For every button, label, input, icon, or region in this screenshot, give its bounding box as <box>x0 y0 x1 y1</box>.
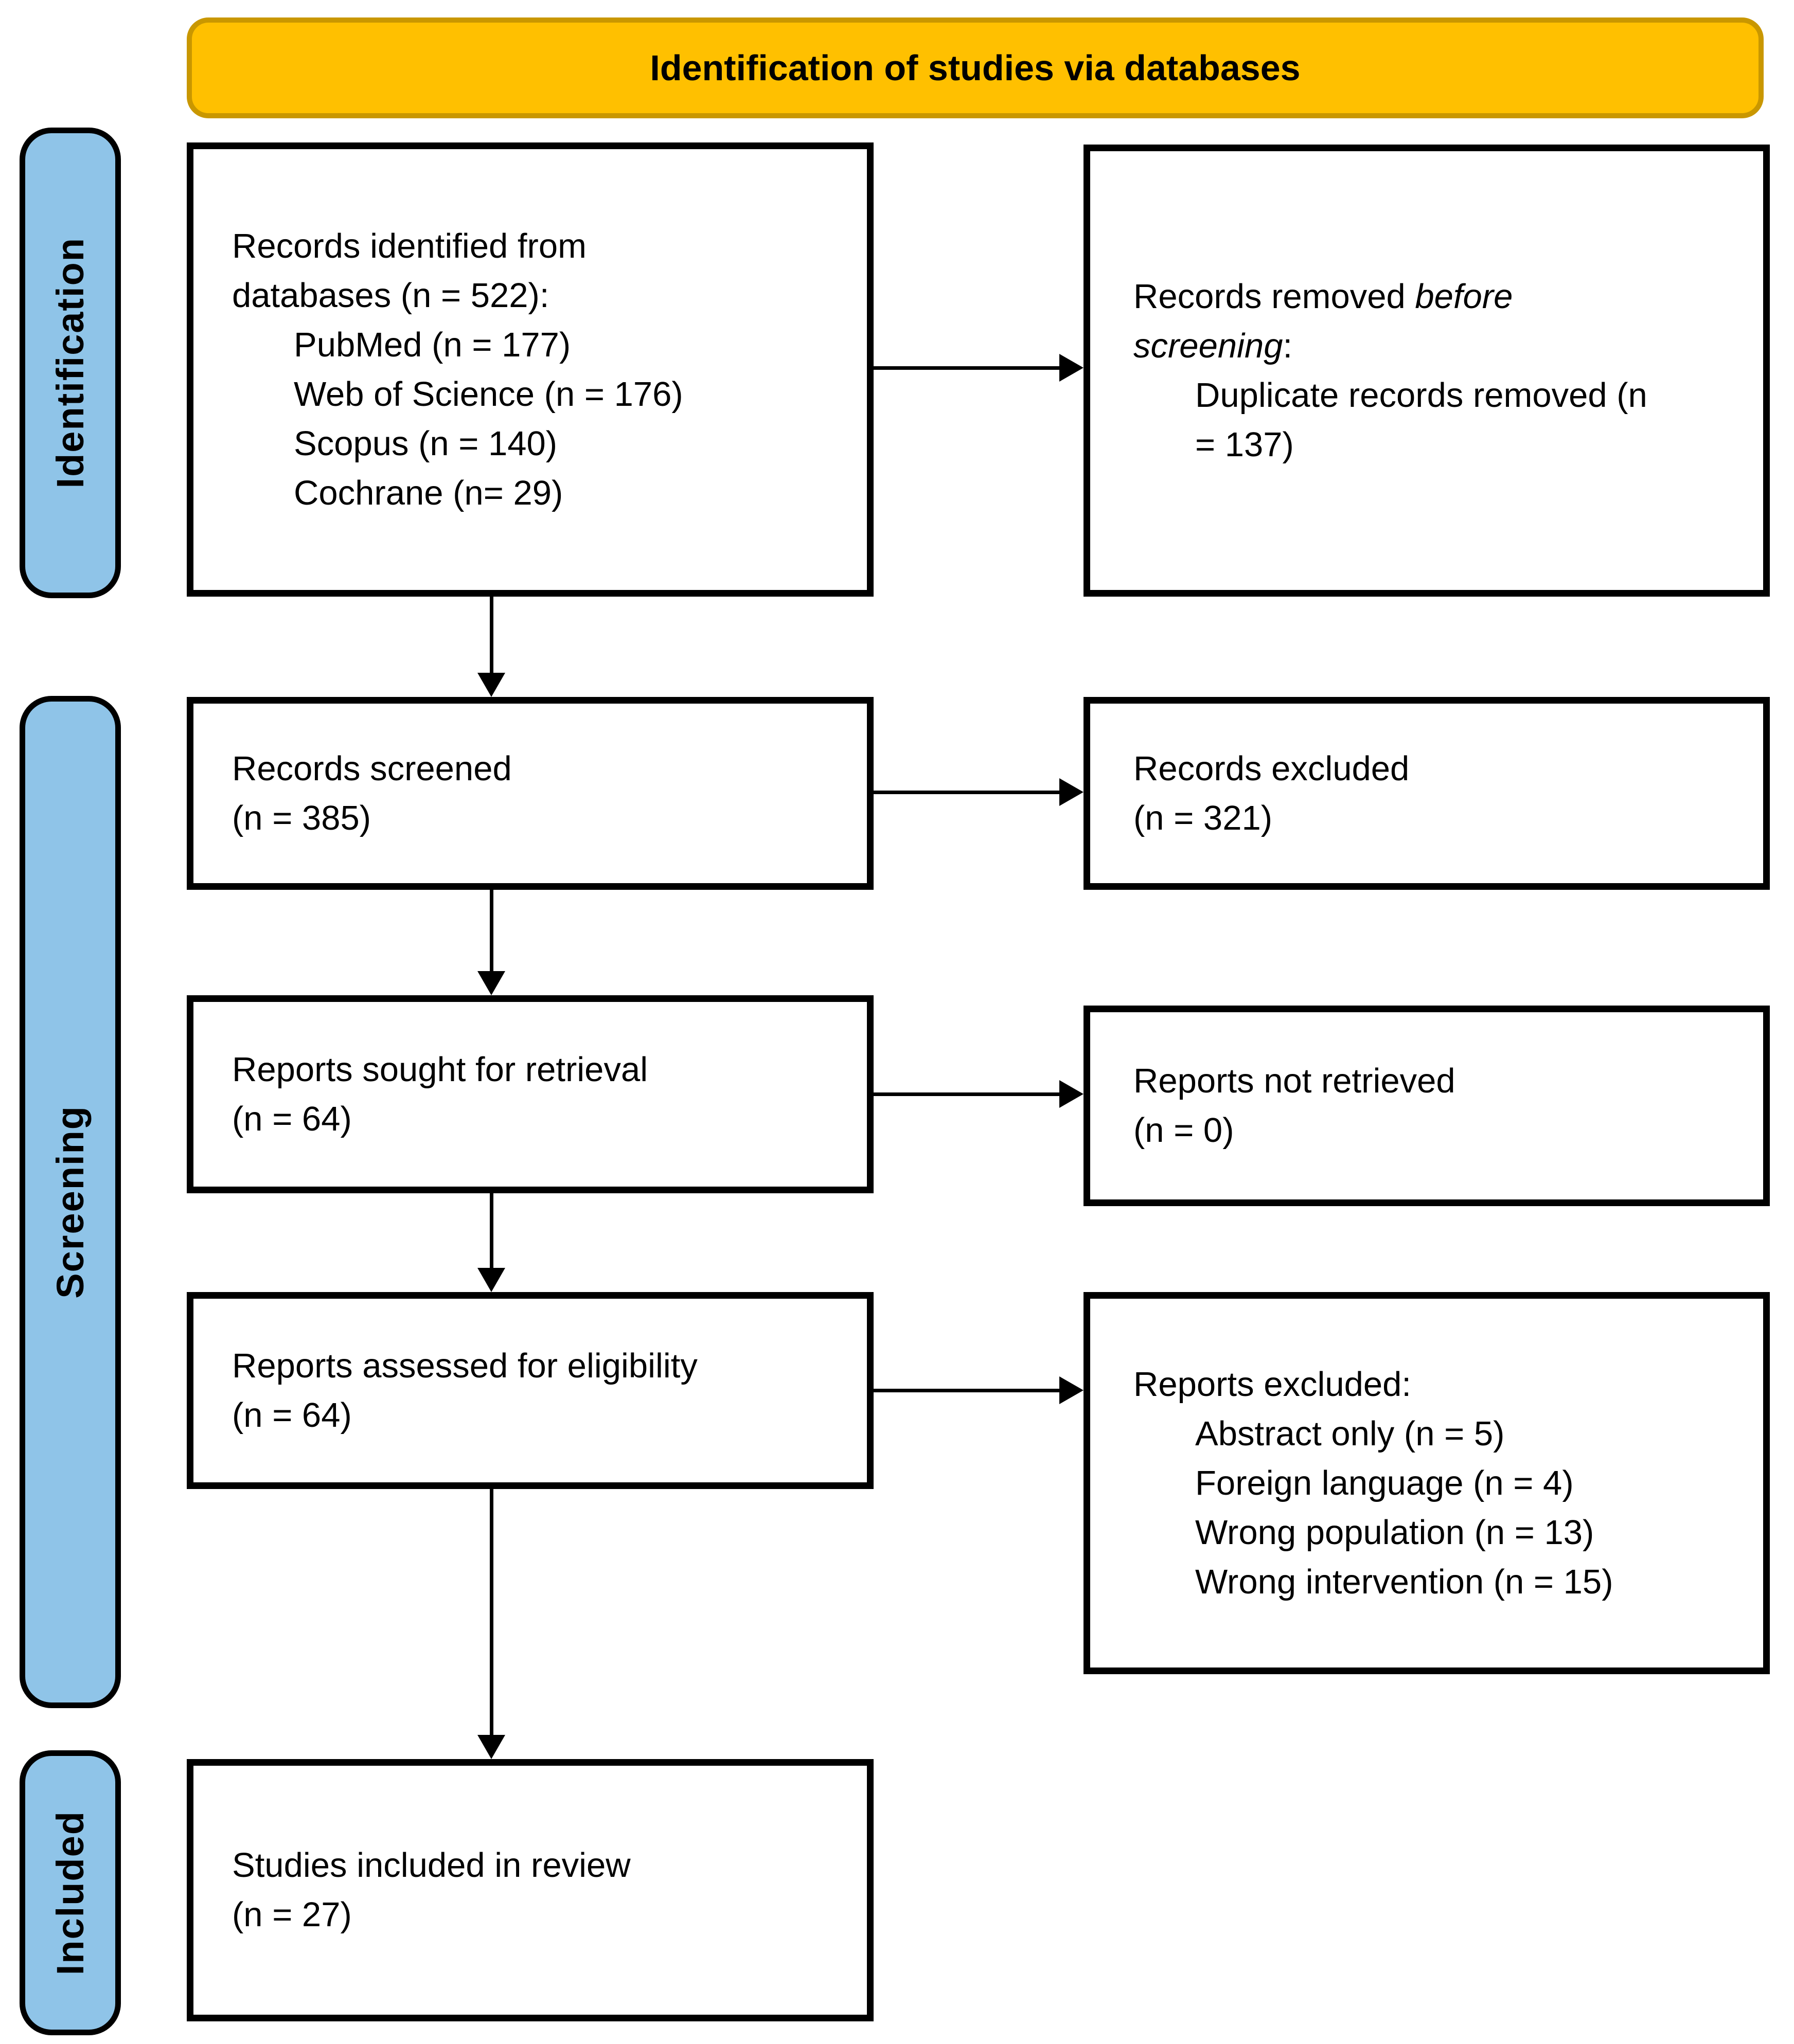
box-reports-excluded: Reports excluded: Abstract only (n = 5) … <box>1083 1292 1770 1674</box>
box-records-screened-text: Records screened (n = 385) <box>193 744 867 843</box>
reports-assessed-line1: Reports assessed for eligibility <box>232 1346 698 1385</box>
records-identified-item-wos: Web of Science (n = 176) <box>294 374 683 414</box>
box-reports-sought: Reports sought for retrieval (n = 64) <box>187 995 874 1193</box>
arrow-right-icon <box>1059 778 1083 806</box>
box-records-identified: Records identified from databases (n = 5… <box>187 142 874 597</box>
box-records-screened: Records screened (n = 385) <box>187 697 874 890</box>
reports-excluded-item-intervention: Wrong intervention (n = 15) <box>1195 1562 1613 1601</box>
arrow-line-identified-to-removed <box>874 366 1060 370</box>
arrow-right-icon <box>1059 1376 1083 1404</box>
studies-included-line2: (n = 27) <box>232 1895 352 1934</box>
reports-assessed-line2: (n = 64) <box>232 1395 352 1435</box>
box-records-excluded-text: Records excluded (n = 321) <box>1090 744 1763 843</box>
records-identified-item-scopus: Scopus (n = 140) <box>294 424 558 463</box>
box-studies-included-text: Studies included in review (n = 27) <box>193 1841 867 1940</box>
stage-label-identification: Identification <box>20 128 121 598</box>
records-removed-line1: Records removed before <box>1133 272 1748 321</box>
studies-included-line1: Studies included in review <box>232 1846 631 1885</box>
records-removed-item-duplicates-cont: = 137) <box>1195 425 1294 464</box>
records-excluded-line1: Records excluded <box>1133 749 1410 788</box>
arrow-line-assessed-to-included <box>490 1489 493 1735</box>
arrow-right-icon <box>1059 354 1083 382</box>
box-records-identified-text: Records identified from databases (n = 5… <box>193 222 867 518</box>
reports-excluded-line1: Reports excluded: <box>1133 1365 1412 1404</box>
records-identified-line1: Records identified from <box>232 226 587 265</box>
reports-sought-line1: Reports sought for retrieval <box>232 1050 648 1089</box>
records-identified-line2: databases (n = 522): <box>232 276 549 315</box>
records-removed-line2-italic: screening <box>1133 326 1283 365</box>
arrow-down-icon <box>477 971 505 995</box>
box-reports-assessed-text: Reports assessed for eligibility (n = 64… <box>193 1341 867 1440</box>
records-excluded-line2: (n = 321) <box>1133 798 1273 837</box>
stage-label-screening-text: Screening <box>49 1105 92 1299</box>
arrow-line-screened-to-excluded <box>874 791 1060 794</box>
banner-identification-of-studies: Identification of studies via databases <box>187 17 1764 118</box>
stage-label-included-text: Included <box>49 1810 92 1976</box>
reports-not-retrieved-line1: Reports not retrieved <box>1133 1062 1455 1100</box>
arrow-line-screened-to-sought <box>490 890 493 972</box>
reports-excluded-item-language: Foreign language (n = 4) <box>1195 1463 1574 1502</box>
box-records-removed-text: Records removed before screening: Duplic… <box>1090 272 1763 470</box>
reports-sought-line2: (n = 64) <box>232 1099 352 1138</box>
records-removed-line1-prefix: Records removed <box>1133 277 1415 316</box>
records-identified-item-pubmed: PubMed (n = 177) <box>294 325 571 364</box>
box-reports-assessed: Reports assessed for eligibility (n = 64… <box>187 1292 874 1489</box>
box-reports-not-retrieved: Reports not retrieved (n = 0) <box>1083 1006 1770 1206</box>
reports-excluded-item-population: Wrong population (n = 13) <box>1195 1513 1594 1552</box>
arrow-line-sought-to-assessed <box>490 1193 493 1268</box>
stage-label-included: Included <box>20 1750 121 2035</box>
records-removed-line2: screening: <box>1133 321 1748 371</box>
arrow-right-icon <box>1059 1080 1083 1108</box>
box-reports-sought-text: Reports sought for retrieval (n = 64) <box>193 1045 867 1144</box>
arrow-down-icon <box>477 1268 505 1292</box>
arrow-line-identified-to-screened <box>490 597 493 673</box>
records-screened-line2: (n = 385) <box>232 798 371 837</box>
records-screened-line1: Records screened <box>232 749 512 788</box>
records-removed-line2-suffix: : <box>1283 326 1293 365</box>
arrow-line-assessed-to-reports-excluded <box>874 1389 1060 1392</box>
records-removed-item-duplicates: Duplicate records removed (n <box>1195 375 1647 415</box>
arrow-line-sought-to-not-retrieved <box>874 1092 1060 1096</box>
arrow-down-icon <box>477 1735 505 1759</box>
reports-excluded-item-abstract: Abstract only (n = 5) <box>1195 1414 1505 1453</box>
box-records-removed: Records removed before screening: Duplic… <box>1083 145 1770 597</box>
box-reports-excluded-text: Reports excluded: Abstract only (n = 5) … <box>1090 1360 1763 1607</box>
reports-not-retrieved-line2: (n = 0) <box>1133 1111 1234 1150</box>
records-identified-item-cochrane: Cochrane (n= 29) <box>294 473 563 512</box>
records-removed-line1-italic: before <box>1415 277 1513 316</box>
stage-label-identification-text: Identification <box>49 237 92 489</box>
arrow-down-icon <box>477 673 505 697</box>
box-records-excluded: Records excluded (n = 321) <box>1083 697 1770 890</box>
box-studies-included: Studies included in review (n = 27) <box>187 1759 874 2021</box>
box-reports-not-retrieved-text: Reports not retrieved (n = 0) <box>1090 1056 1763 1155</box>
banner-label: Identification of studies via databases <box>650 48 1301 88</box>
stage-label-screening: Screening <box>20 696 121 1708</box>
